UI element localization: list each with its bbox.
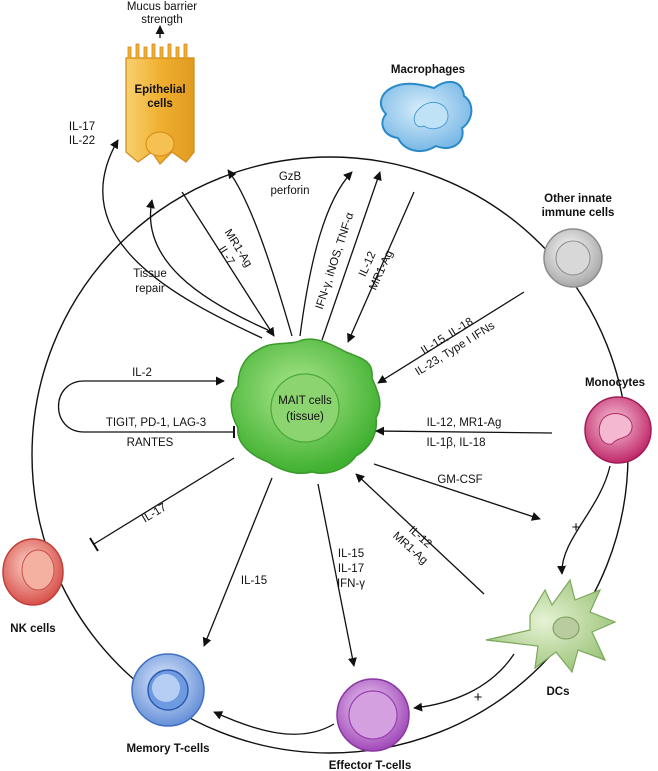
mr1ag-il7-arrow	[181, 191, 275, 337]
memory-t-cell	[131, 653, 205, 727]
mait-label-line2: (tissue)	[286, 411, 324, 423]
ifn-inos-tnf-arrow	[321, 171, 382, 341]
memory-t-label: Memory T-cells	[126, 743, 209, 755]
dcs-label: DCs	[546, 686, 569, 698]
gzb-label-line1: GzB	[279, 171, 302, 183]
gzb-arrow-left	[227, 169, 293, 337]
il15-memory-arrow	[202, 477, 273, 647]
il12-mr1ag-mono-label: IL-12, MR1-Ag	[427, 417, 502, 429]
nk-cell	[2, 538, 64, 606]
il12-mr1ag-mac-arrow	[347, 191, 415, 343]
other-innate-label-line2: immune cells	[542, 207, 615, 219]
dc-to-effector-arrow	[413, 653, 515, 712]
mucus-label-line1: Mucus barrier	[127, 1, 197, 13]
effector-label-line2: IL-17	[338, 563, 364, 575]
tissue-repair-label-line2: repair	[135, 283, 165, 295]
epithelial-cell: Epithelial cells	[125, 43, 195, 165]
il15-memory-label: IL-15	[241, 575, 267, 587]
gmcsf-arrow	[373, 463, 541, 521]
mucus-label-line2: strength	[141, 14, 183, 26]
tigit-label-line1: TIGIT, PD-1, LAG-3	[106, 417, 206, 429]
nk-label: NK cells	[10, 623, 55, 635]
il1b-il18-label: IL-1β, IL-18	[426, 437, 485, 449]
tissue-repair-arrow	[146, 199, 269, 331]
ifn-inos-tnf-label: IFN-γ, iNOS, TNF-α	[314, 211, 357, 311]
tigit-label-line2: RANTES	[127, 437, 174, 449]
il17-nk-inhibition-bar	[89, 537, 99, 552]
monocytes-label: Monocytes	[585, 377, 645, 389]
other-innate-cell	[543, 228, 603, 288]
monocyte-cell	[584, 396, 652, 464]
effector-t-cell	[336, 678, 410, 752]
mait-cell: MAIT cells (tissue)	[230, 338, 381, 474]
gmcsf-label: GM-CSF	[437, 474, 482, 486]
gzb-label-line2: perforin	[271, 185, 310, 197]
monocyte-signal-arrow	[375, 426, 553, 436]
effector-t-label: Effector T-cells	[329, 760, 411, 771]
monocyte-to-dc-arrow	[557, 465, 611, 575]
il2-label: IL-2	[132, 367, 152, 379]
dc-cell	[485, 578, 617, 674]
gzb-arrow-right	[299, 171, 353, 337]
tissue-repair-label-line1: Tissue	[133, 268, 166, 280]
il17-nk-label: IL-17	[140, 502, 169, 526]
il15-il18-arrow	[377, 291, 525, 384]
plus-mono-dc: +	[572, 519, 581, 536]
epithelial-label-line1: Epithelial	[134, 84, 185, 96]
il17-il22-label-line2: IL-22	[69, 135, 95, 147]
effector-label-line3: IFN-γ	[337, 578, 365, 590]
epithelial-label-line2: cells	[147, 98, 173, 110]
mait-label-line1: MAIT cells	[278, 395, 332, 407]
effector-label-line1: IL-15	[338, 548, 364, 560]
other-innate-label-line1: Other innate	[544, 193, 612, 205]
macrophage-cell	[380, 80, 473, 153]
effector-signal-arrow	[317, 483, 357, 667]
il17-nk-line	[93, 457, 235, 545]
plus-dc-eff: +	[474, 689, 483, 706]
il17-il22-arrow	[102, 139, 263, 339]
il2-loop-arrow	[58, 376, 234, 433]
effector-to-memory-arrow	[213, 711, 335, 735]
il12-mr1ag-dc-arrow	[355, 473, 485, 595]
macrophages-label: Macrophages	[391, 64, 465, 76]
il17-il22-label-line1: IL-17	[69, 121, 95, 133]
